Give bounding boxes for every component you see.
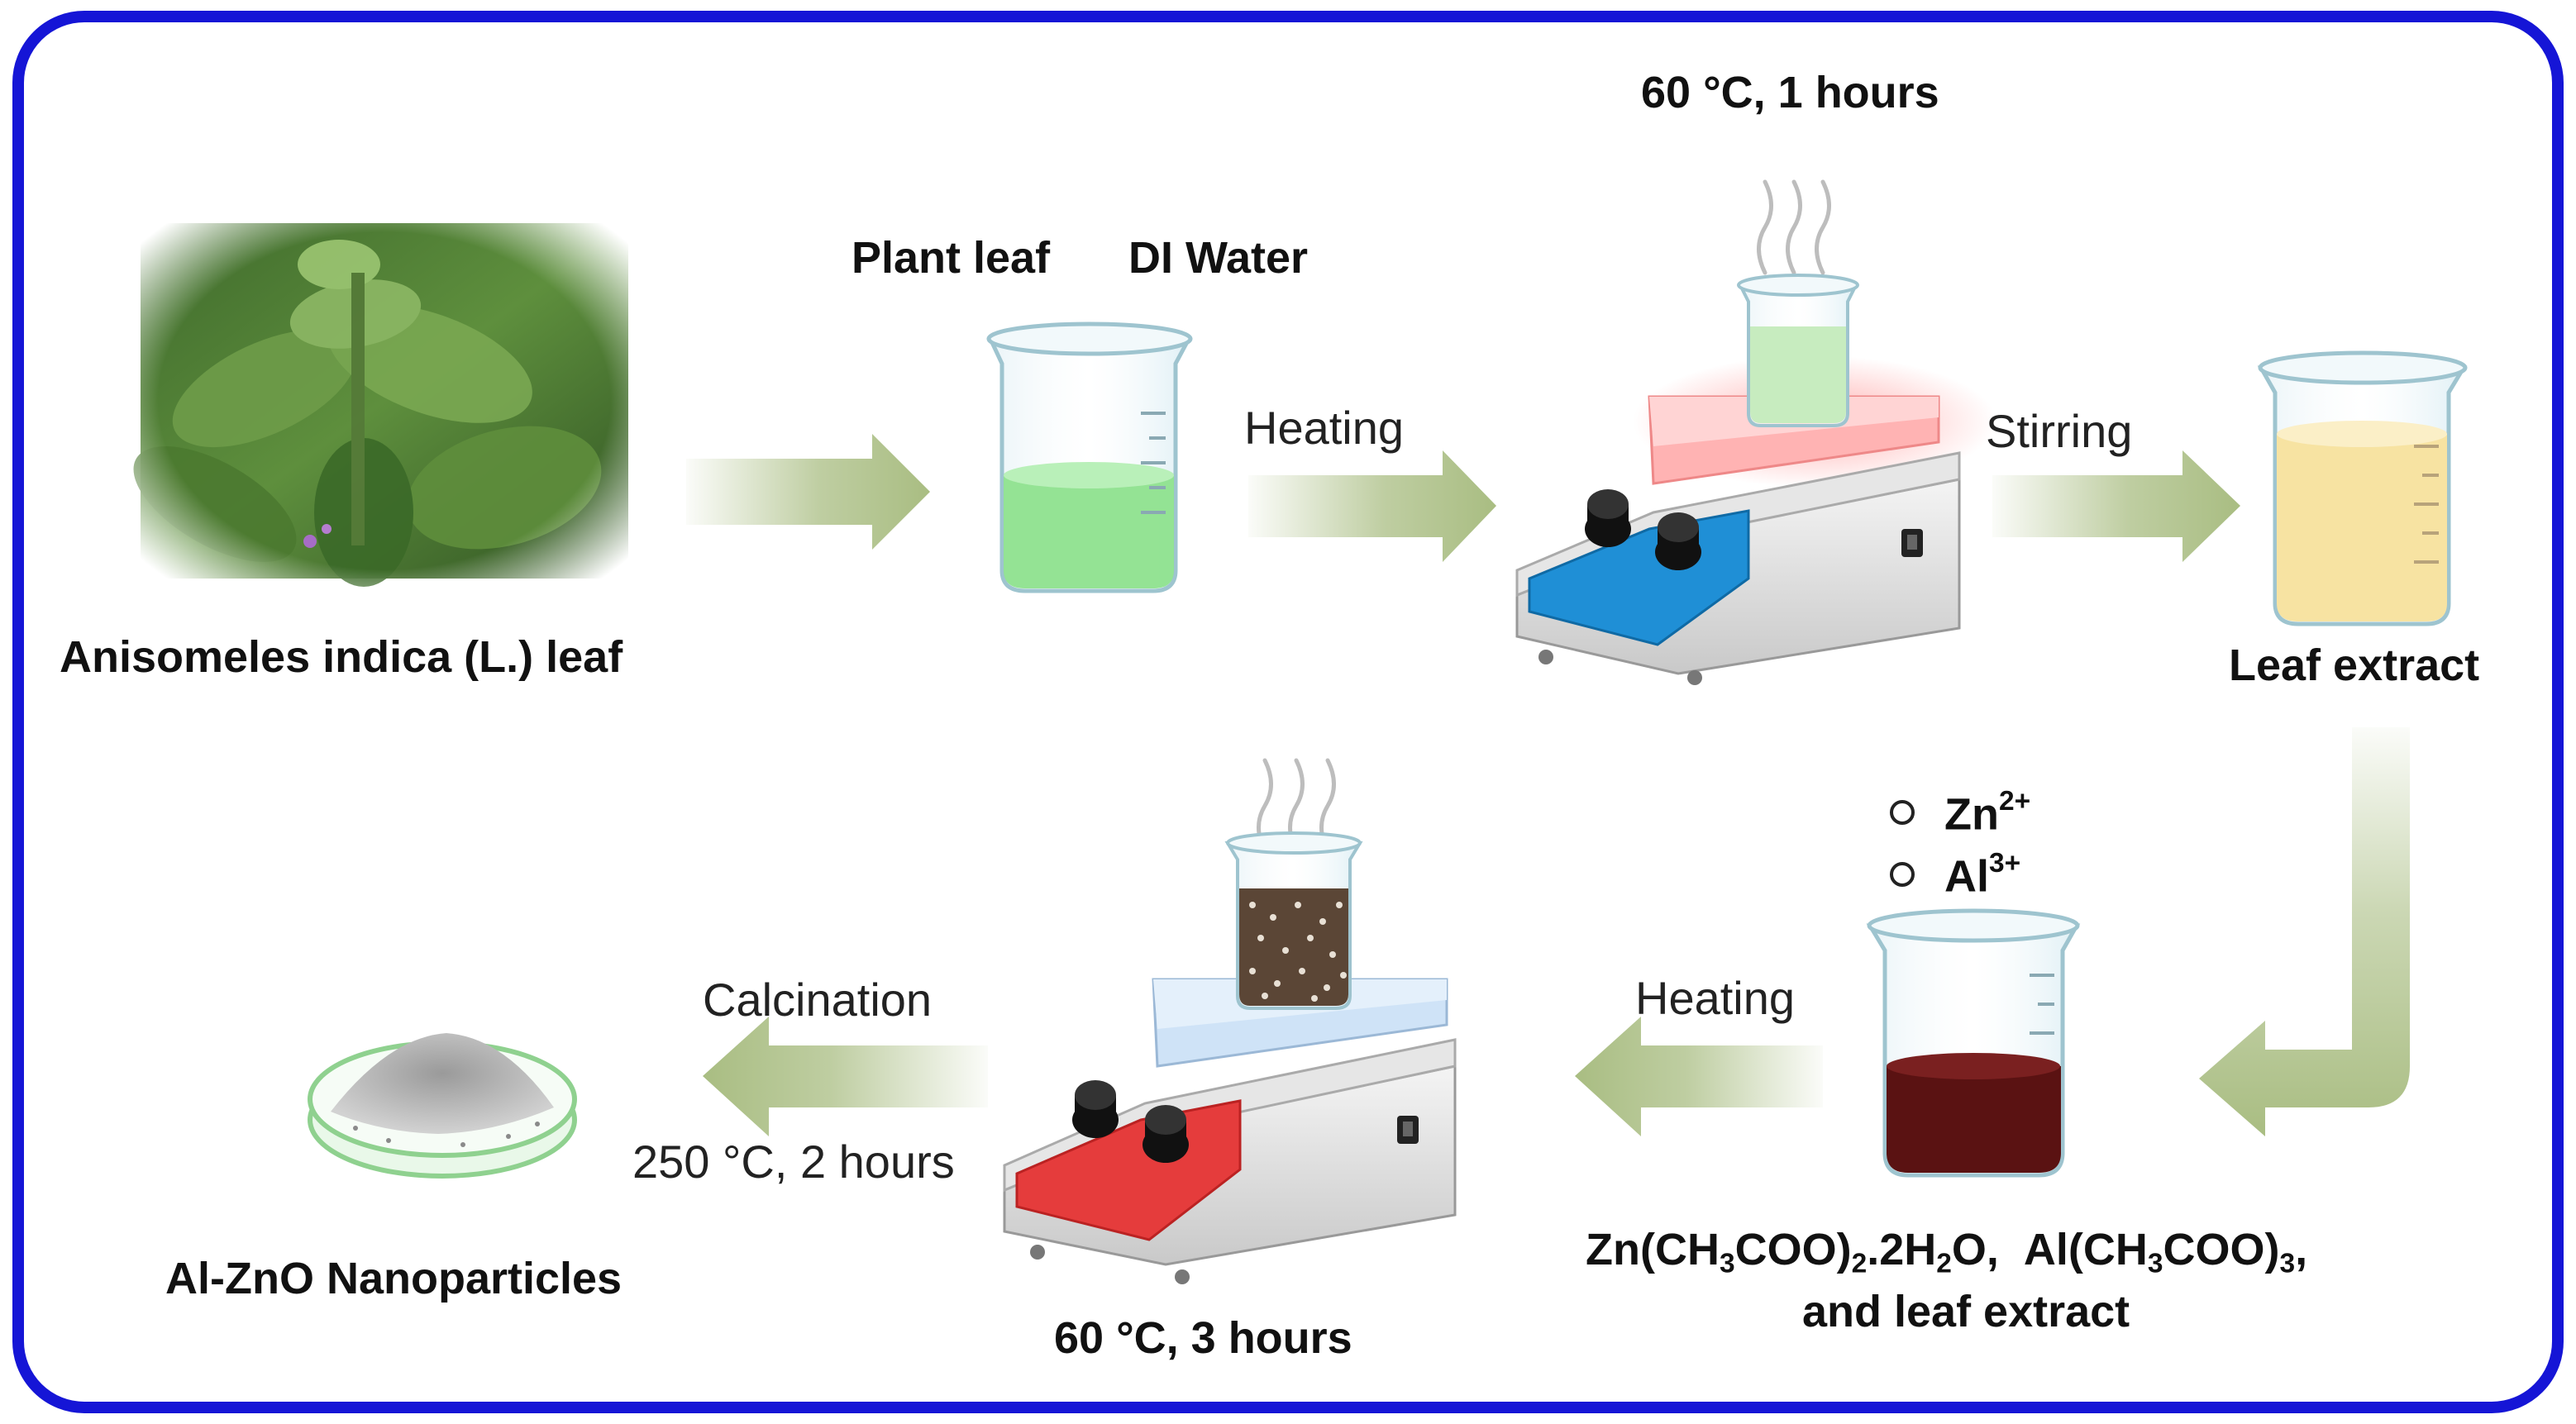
arrow-calcination — [703, 1017, 988, 1136]
bullet-circle-icon — [1890, 800, 1915, 826]
formula-subscript: 2 — [1936, 1248, 1952, 1279]
beaker-green — [986, 321, 1193, 593]
arrow-to-beaker — [686, 434, 930, 550]
stirrer-knob — [1585, 489, 1631, 547]
label-heating-1: Heating — [1244, 402, 1405, 454]
formula-subscript: 2 — [1851, 1248, 1868, 1279]
label-di-water: DI Water — [1128, 233, 1309, 283]
stirrer-blue — [1515, 179, 1996, 685]
label-precursor-formula: Zn(CH3COO)2.2H2O, Al(CH3COO)3, — [1586, 1227, 2307, 1278]
formula-part: , — [2295, 1225, 2308, 1274]
ion-al-charge: 3+ — [1989, 848, 2021, 879]
beaker-precursor — [1866, 908, 2081, 1178]
ion-zn-symbol: Zn — [1944, 789, 1999, 840]
arrow-stirring — [1992, 450, 2240, 562]
label-precursor-line2: and leaf extract — [1802, 1287, 2130, 1336]
formula-part: COO) — [1734, 1225, 1852, 1274]
label-ion-al: Al3+ — [1890, 850, 2020, 898]
label-heating-2: Heating — [1635, 972, 1796, 1024]
ion-zn-charge: 2+ — [1998, 786, 2031, 817]
arrow-heating-1 — [1248, 450, 1496, 562]
formula-part: Zn(CH — [1586, 1225, 1720, 1274]
ion-al-symbol: Al — [1944, 851, 1989, 902]
label-temp-time-2: 60 °C, 3 hours — [1054, 1313, 1352, 1363]
label-leaf-extract: Leaf extract — [2229, 641, 2480, 690]
steam-lines-1 — [1757, 179, 1831, 275]
formula-subscript: 3 — [1719, 1248, 1735, 1279]
formula-part: COO) — [2163, 1225, 2280, 1274]
arrow-heating-2 — [1575, 1017, 1823, 1136]
stirrer-knob — [1072, 1080, 1119, 1138]
stirrer-knob — [1143, 1105, 1189, 1163]
label-plant-leaf: Plant leaf — [852, 233, 1051, 283]
sediment-dots — [1249, 902, 1347, 1002]
label-calcination: Calcination — [703, 974, 933, 1026]
label-calcination-condition: 250 °C, 2 hours — [632, 1136, 955, 1188]
formula-subscript: 3 — [2279, 1248, 2296, 1279]
label-ion-zn: Zn2+ — [1890, 788, 2030, 836]
label-temp-time-1: 60 °C, 1 hours — [1641, 68, 1939, 117]
formula-part: O, — [1951, 1225, 1999, 1274]
stirrer-knob — [1655, 512, 1701, 570]
formula-part: .2H — [1867, 1225, 1937, 1274]
label-product: Al-ZnO Nanoparticles — [165, 1254, 623, 1303]
powder-specks — [353, 1122, 540, 1147]
stirrer-red — [1003, 758, 1457, 1284]
arrow-extract-to-precursor — [2199, 727, 2410, 1136]
label-stirring: Stirring — [1986, 405, 2133, 457]
beaker-leaf-extract — [2257, 350, 2468, 626]
label-plant-name: Anisomeles indica (L.) leaf — [60, 632, 623, 682]
plant-photo — [124, 207, 645, 595]
bullet-circle-icon — [1890, 862, 1915, 888]
formula-part: Al(CH — [2023, 1225, 2148, 1274]
petri-dish — [308, 1033, 577, 1179]
formula-subscript: 3 — [2147, 1248, 2163, 1279]
